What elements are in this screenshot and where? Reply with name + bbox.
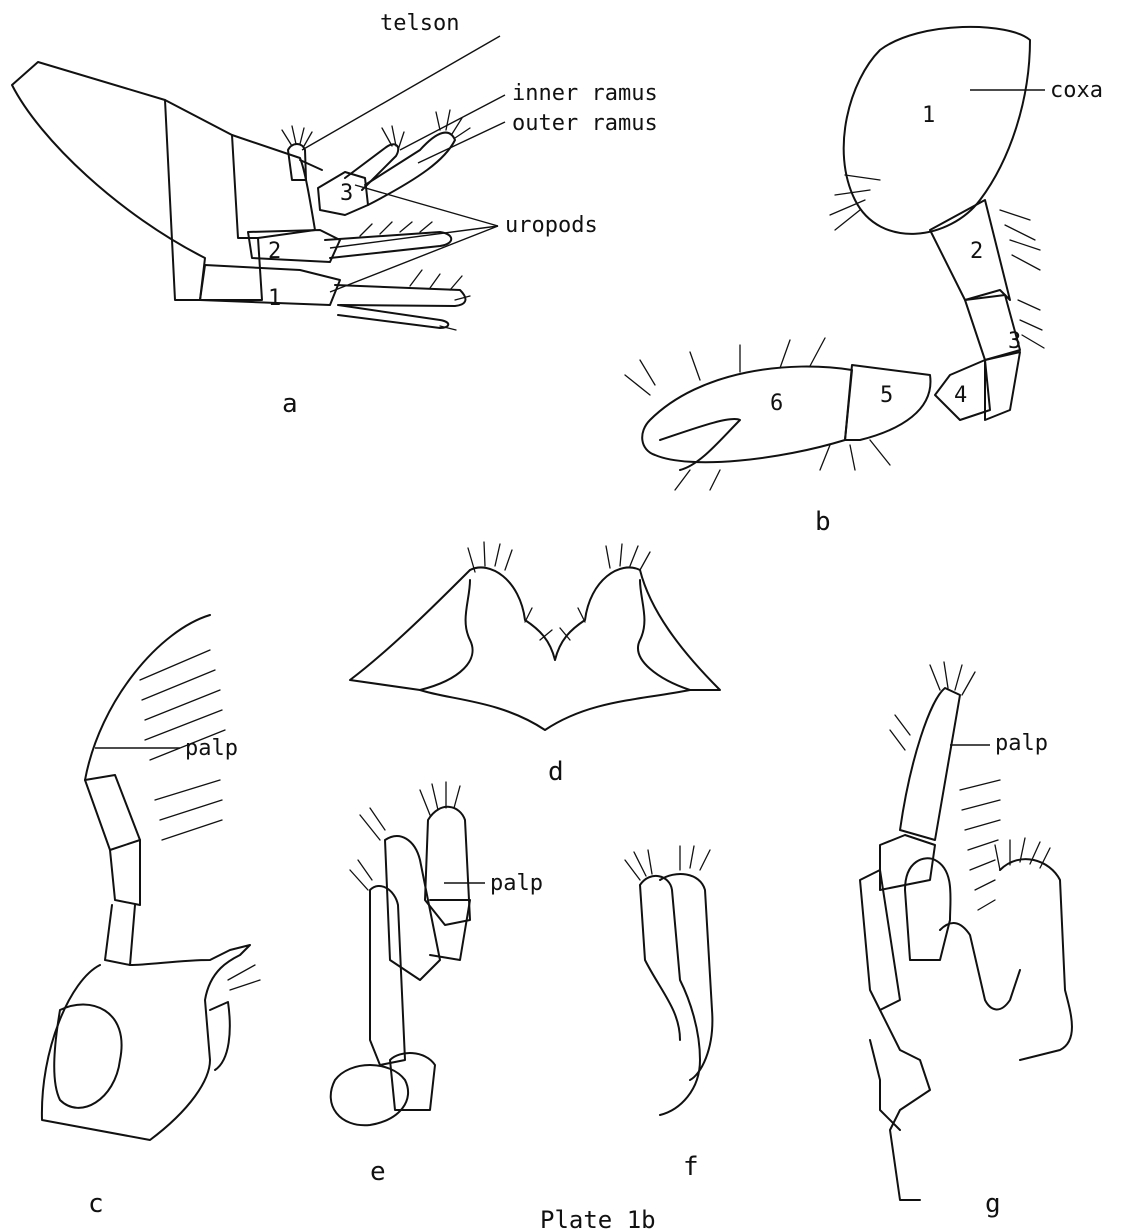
panel-a-segment-1: 1 bbox=[268, 286, 281, 311]
panel-b-segment-3: 3 bbox=[1008, 329, 1021, 354]
panel-b-segment-4: 4 bbox=[954, 383, 967, 408]
label-coxa: coxa bbox=[1050, 78, 1103, 103]
panel-letter-a: a bbox=[282, 389, 298, 419]
panel-a-segment-2: 2 bbox=[268, 239, 281, 264]
panel-c-label-palp: palp bbox=[185, 736, 238, 761]
label-inner-ramus: inner ramus bbox=[512, 81, 658, 106]
panel-b-segment-5: 5 bbox=[880, 383, 893, 408]
label-telson: telson bbox=[380, 11, 459, 36]
panel-f-maxilla-drawing bbox=[625, 846, 712, 1115]
panel-e-maxilla-drawing bbox=[331, 782, 485, 1125]
panel-d-lip-drawing bbox=[350, 542, 720, 730]
plate-caption: Plate 1b bbox=[540, 1206, 656, 1230]
panel-letter-d: d bbox=[548, 757, 564, 787]
panel-a-segment-3: 3 bbox=[340, 181, 353, 206]
panel-c-mandible-drawing bbox=[42, 615, 260, 1140]
panel-e-label-palp: palp bbox=[490, 871, 543, 896]
panel-letter-g: g bbox=[985, 1189, 1001, 1219]
label-outer-ramus: outer ramus bbox=[512, 111, 658, 136]
panel-letter-b: b bbox=[815, 507, 831, 537]
panel-a-urosome-drawing bbox=[12, 36, 505, 330]
label-uropods: uropods bbox=[505, 213, 598, 238]
panel-g-label-palp: palp bbox=[995, 731, 1048, 756]
panel-b-segment-6: 6 bbox=[770, 391, 783, 416]
panel-letter-e: e bbox=[370, 1157, 386, 1187]
panel-letter-f: f bbox=[683, 1152, 699, 1182]
panel-letter-c: c bbox=[88, 1189, 104, 1219]
panel-b-segment-1: 1 bbox=[922, 103, 935, 128]
panel-b-segment-2: 2 bbox=[970, 239, 983, 264]
